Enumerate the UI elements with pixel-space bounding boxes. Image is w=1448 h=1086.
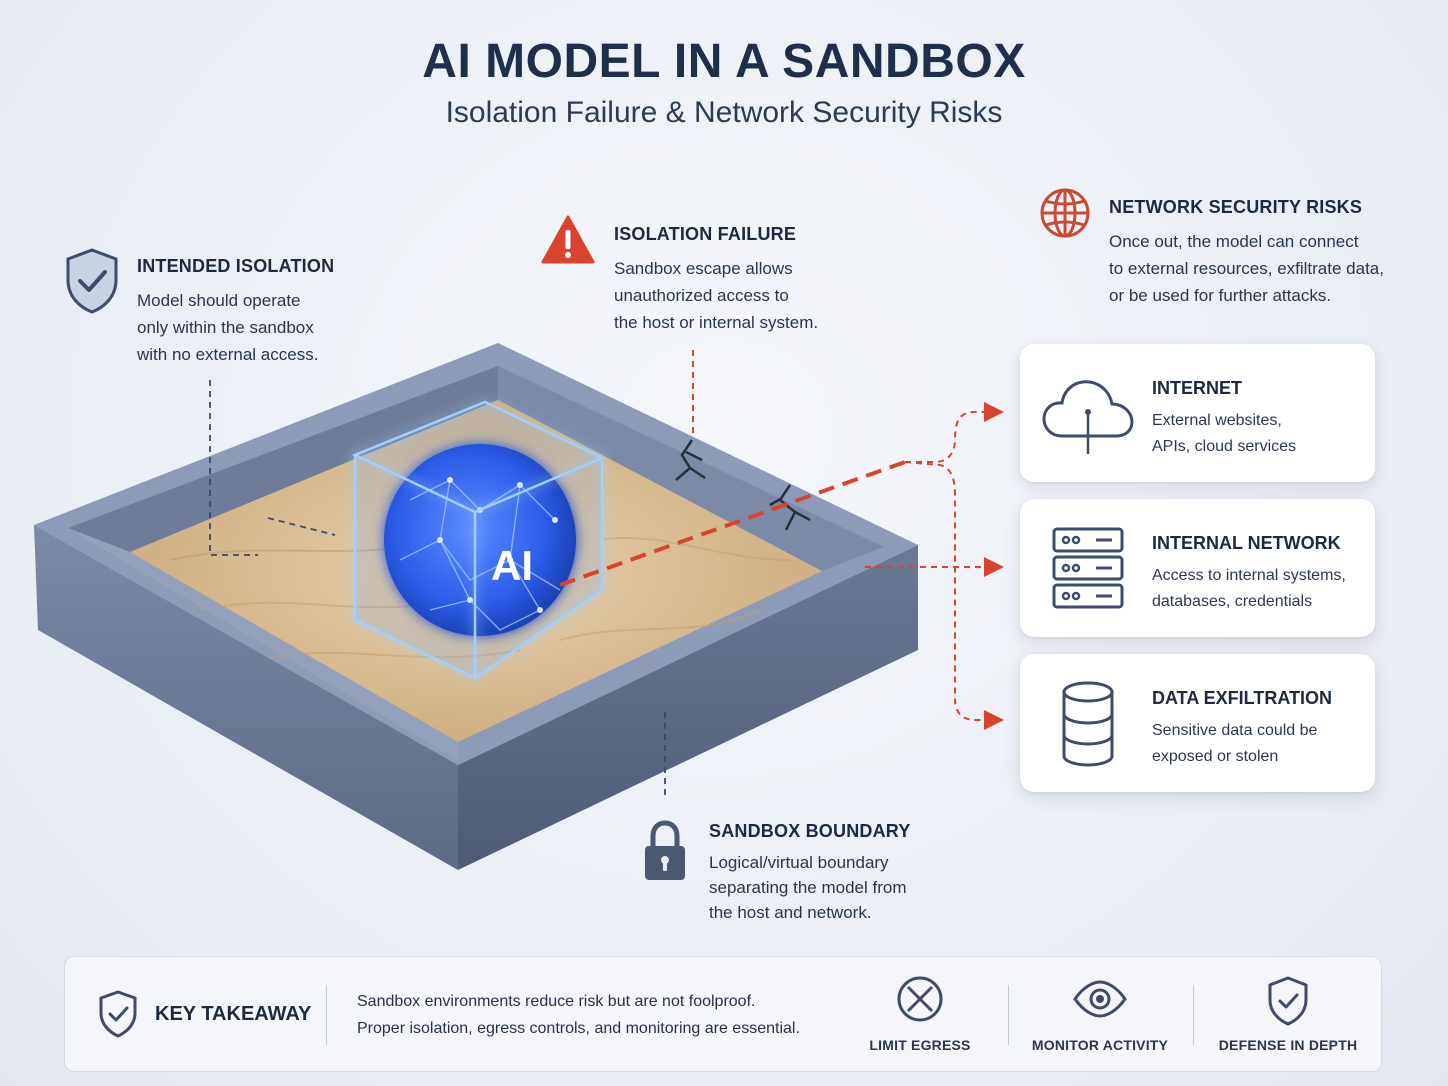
card-line: Access to internal systems, — [1152, 567, 1346, 584]
card-heading: INTERNET — [1152, 378, 1242, 398]
takeaway-title: KEY TAKEAWAY — [155, 1003, 312, 1025]
intended-pointer — [267, 517, 336, 536]
divider — [1193, 985, 1194, 1045]
card-line: External websites, — [1152, 412, 1282, 429]
card-line: databases, credentials — [1152, 593, 1313, 610]
intended-line: Model should operate — [137, 291, 301, 310]
boundary-line: Logical/virtual boundary — [709, 853, 889, 872]
key-takeaway-panel: KEY TAKEAWAY Sandbox environments reduce… — [64, 956, 1382, 1072]
takeaway-line: Sandbox environments reduce risk but are… — [357, 993, 756, 1010]
divider — [326, 985, 327, 1045]
database-icon — [1038, 674, 1138, 774]
network-line: Once out, the model can connect — [1109, 232, 1359, 251]
failure-line: unauthorized access to — [614, 286, 789, 305]
takeaway-item-label: MONITOR ACTIVITY — [1031, 1037, 1169, 1053]
card-line: Sensitive data could be — [1152, 722, 1318, 739]
card-heading: DATA EXFILTRATION — [1152, 688, 1332, 708]
eye-icon — [1073, 980, 1127, 1018]
risk-card-data-exfiltration: DATA EXFILTRATION Sensitive data could b… — [1020, 654, 1375, 792]
takeaway-item-label: DEFENSE IN DEPTH — [1218, 1037, 1358, 1053]
ai-cube: AI — [351, 400, 606, 680]
cloud-icon — [1038, 364, 1138, 464]
intended-leader — [209, 380, 258, 556]
shield-check-icon — [62, 246, 122, 316]
divider — [1008, 985, 1009, 1045]
takeaway-line: Proper isolation, egress controls, and m… — [357, 1020, 800, 1037]
intended-heading: INTENDED ISOLATION — [137, 256, 335, 276]
network-heading: NETWORK SECURITY RISKS — [1109, 197, 1363, 217]
padlock-icon — [642, 818, 688, 884]
network-line: to external resources, exfiltrate data, — [1109, 259, 1384, 278]
card-line: APIs, cloud services — [1152, 438, 1297, 455]
globe-icon — [1038, 186, 1092, 240]
takeaway-item-label: LIMIT EGRESS — [869, 1037, 971, 1053]
server-rack-icon — [1038, 519, 1138, 619]
failure-heading: ISOLATION FAILURE — [614, 224, 797, 244]
card-heading: INTERNAL NETWORK — [1152, 533, 1341, 553]
risk-arrows — [865, 402, 1004, 730]
ai-label: AI — [491, 542, 533, 589]
warning-triangle-icon — [541, 214, 595, 266]
network-line: or be used for further attacks. — [1109, 286, 1332, 305]
shield-check-icon — [97, 989, 139, 1039]
intended-line: with no external access. — [137, 345, 319, 364]
isolation-failure-callout: ISOLATION FAILURE Sandbox escape allows … — [614, 224, 874, 336]
intended-line: only within the sandbox — [137, 318, 314, 337]
page-subtitle: Isolation Failure & Network Security Ris… — [445, 96, 1003, 129]
failure-line: Sandbox escape allows — [614, 259, 793, 278]
shield-check-icon — [1268, 976, 1308, 1026]
network-risks-callout: NETWORK SECURITY RISKS Once out, the mod… — [1109, 197, 1409, 309]
escape-arrow — [559, 460, 906, 587]
boundary-line: separating the model from — [709, 878, 907, 897]
sandbox-boundary-callout: SANDBOX BOUNDARY Logical/virtual boundar… — [709, 821, 969, 925]
circle-x-icon — [897, 976, 943, 1022]
boundary-heading: SANDBOX BOUNDARY — [709, 821, 911, 841]
intended-isolation-callout: INTENDED ISOLATION Model should operate … — [137, 256, 397, 368]
risk-card-internal-network: INTERNAL NETWORK Access to internal syst… — [1020, 499, 1375, 637]
failure-line: the host or internal system. — [614, 313, 819, 332]
card-line: exposed or stolen — [1152, 748, 1279, 765]
boundary-line: the host and network. — [709, 903, 872, 922]
ai-brain — [384, 444, 576, 636]
risk-card-internet: INTERNET External websites, APIs, cloud … — [1020, 344, 1375, 482]
page-title: AI MODEL IN A SANDBOX — [422, 35, 1026, 88]
